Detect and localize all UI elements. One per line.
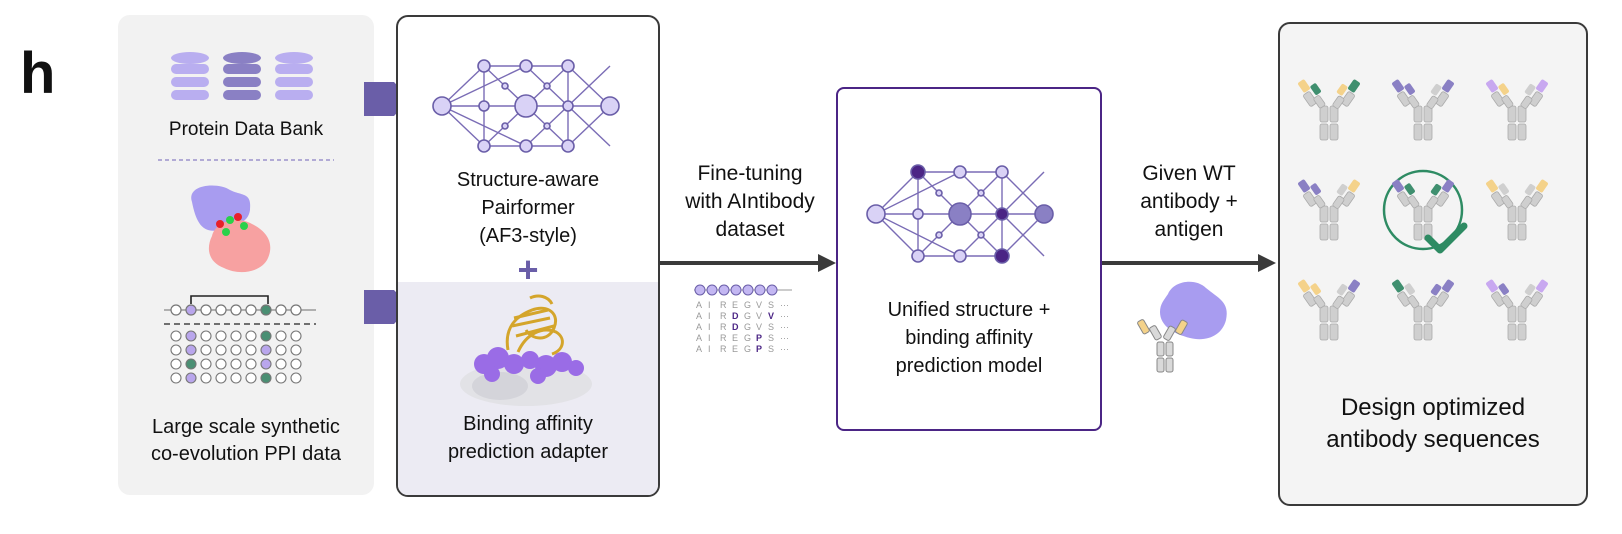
finetune-label-line2: with AIntibody [685, 190, 815, 213]
msa-residue: A [696, 333, 702, 343]
msa-residue: A [696, 300, 702, 310]
msa-residue: R [720, 333, 727, 343]
design-label-line2: antibody sequences [1326, 426, 1540, 453]
msa-residue: A [696, 322, 702, 332]
given-label-line2: antibody + [1140, 190, 1238, 213]
pairformer-network-icon [432, 59, 620, 153]
antibody-icon [1298, 279, 1360, 341]
msa-residue: S [768, 300, 774, 310]
msa-residue: V [768, 311, 774, 321]
separator-line [158, 159, 334, 161]
msa-residue: R [720, 311, 727, 321]
pairformer-label: Structure-aware Pairformer (AF3-style) [396, 166, 660, 250]
pdb-label: Protein Data Bank [168, 119, 324, 140]
protein-structure-icon [460, 294, 592, 406]
design-arrow-icon [1102, 254, 1276, 272]
msa-residue: D [732, 311, 739, 321]
msa-residue: V [756, 300, 762, 310]
finetune-label-line3: dataset [715, 218, 785, 241]
msa-residue: D [732, 322, 739, 332]
pairformer-label-line1: Structure-aware [456, 169, 600, 191]
antibody-icon [1486, 79, 1548, 141]
unified-model-box [836, 87, 1102, 431]
pairformer-label-line3: (AF3-style) [479, 225, 577, 247]
msa-residue: I [708, 322, 711, 332]
finetune-arrow-icon [660, 254, 836, 272]
antibody-grid [1298, 79, 1548, 341]
msa-residue: E [732, 300, 738, 310]
given-label-line3: antigen [1154, 218, 1224, 241]
msa-residue: V [756, 311, 762, 321]
antibody-icon [1392, 79, 1454, 141]
msa-residue: S [768, 333, 774, 343]
msa-residue: G [744, 333, 751, 343]
database-icon [275, 52, 313, 100]
msa-residue: E [732, 333, 738, 343]
antigen-antibody-icon [1137, 281, 1227, 373]
msa-residue: ··· [780, 300, 789, 310]
antibody-icon [1298, 79, 1360, 141]
unified-label-line2: binding affinity [905, 327, 1033, 349]
design-label: Design optimized antibody sequences [1278, 392, 1588, 456]
msa-residue: R [720, 344, 727, 354]
panel-label: h [20, 41, 56, 106]
msa-residue: G [744, 344, 751, 354]
antibody-icon [1486, 279, 1548, 341]
pairformer-label-line2: Pairformer [481, 197, 575, 219]
msa-residue: I [708, 300, 711, 310]
msa-residue: G [744, 311, 751, 321]
finetune-label: Fine-tuning with AIntibody dataset [660, 160, 840, 244]
msa-residue: E [732, 344, 738, 354]
unified-label-line3: prediction model [895, 355, 1043, 377]
coevolution-msa-icon [164, 295, 316, 384]
msa-residue: G [744, 300, 751, 310]
unified-network-icon [866, 164, 1054, 264]
antibody-icon [1392, 179, 1454, 241]
database-icon [171, 52, 209, 100]
adapter-label: Binding affinity prediction adapter [396, 410, 660, 466]
msa-residue: ··· [780, 333, 789, 343]
msa-residue: G [744, 322, 751, 332]
given-label-line1: Given WT [1142, 162, 1236, 185]
antibody-icon [1392, 279, 1454, 341]
antibody-icon [1298, 179, 1360, 241]
finetune-label-line1: Fine-tuning [697, 162, 803, 185]
msa-residue: I [708, 333, 711, 343]
msa-residue: S [768, 322, 774, 332]
msa-residue: A [696, 311, 702, 321]
msa-residue: P [756, 333, 762, 343]
msa-residue: ··· [780, 311, 789, 321]
msa-residue: ··· [780, 322, 789, 332]
msa-residue: A [696, 344, 702, 354]
checkmark-icon [1424, 222, 1468, 254]
adapter-label-line1: Binding affinity [463, 413, 593, 435]
unified-model-label: Unified structure + binding affinity pre… [836, 296, 1102, 380]
design-label-line1: Design optimized [1340, 394, 1526, 421]
msa-residue: I [708, 311, 711, 321]
selected-antibody [1382, 169, 1468, 254]
adapter-label-line2: prediction adapter [447, 441, 609, 463]
given-label: Given WT antibody + antigen [1104, 160, 1274, 244]
synthetic-data-label: Large scale synthetic co-evolution PPI d… [118, 414, 374, 468]
msa-residue: P [756, 344, 762, 354]
synthetic-label-line1: Large scale synthetic [152, 416, 340, 438]
msa-residue: R [720, 322, 727, 332]
protein-complex-icon [191, 185, 271, 273]
msa-residue: R [720, 300, 727, 310]
msa-residue: V [756, 322, 762, 332]
msa-residue: ··· [780, 344, 789, 354]
msa-residue: S [768, 344, 774, 354]
antibody-icon [1486, 179, 1548, 241]
msa-residue: I [708, 344, 711, 354]
database-icon [223, 52, 261, 100]
synthetic-label-line2: co-evolution PPI data [150, 443, 342, 465]
plus-sign: + [517, 249, 539, 290]
unified-label-line1: Unified structure + [887, 299, 1051, 321]
database-icons [171, 52, 313, 100]
